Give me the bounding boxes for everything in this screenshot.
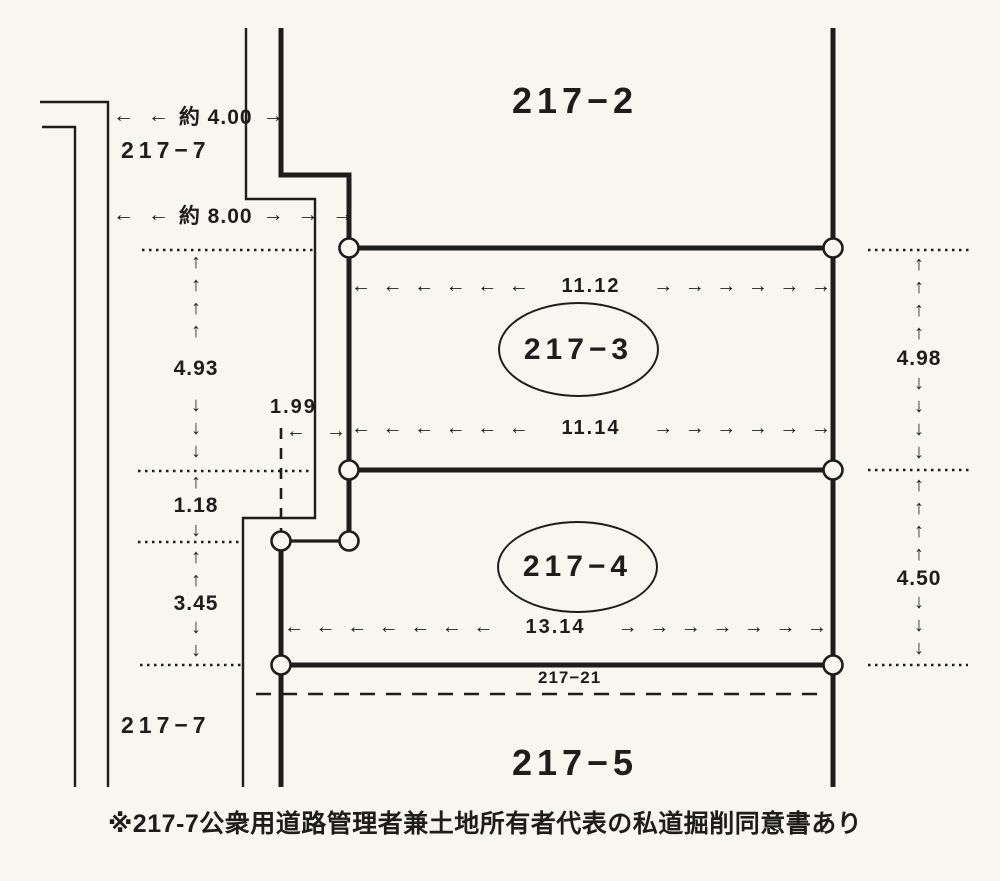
dimension-width-11-12: ← ← ← ← ← ← 11.12 → → → → → → [351,275,831,298]
dimension-value: 3.45 [173,592,219,615]
dimension-height-4-93: ↑ ↑ ↑ ↑ 4.93 ↓ ↓ ↓ [170,251,222,463]
parcel-label-217-5: 217−5 [511,742,639,783]
dimension-height-1-18: ↑ 1.18 ↓ [170,471,222,541]
dotted-extension-lines [138,248,972,667]
dimension-road-width-8: ← ← 約 8.00 → → → [113,200,353,230]
parcel-label-217-21: 217−21 [538,668,602,687]
right-arrows-icon: → → → → → → → [617,616,827,638]
footer-note: ※217-7公衆用道路管理者兼土地所有者代表の私道掘削同意書あり [108,810,863,838]
survey-point-marker [338,459,360,481]
dimension-value: 11.14 [561,417,621,439]
parcel-label-217-3: 217−3 [523,332,634,366]
survey-point-marker [338,237,360,259]
survey-point-marker [338,530,360,552]
dimension-height-4-98: ↑ ↑ ↑ ↑ 4.98 ↓ ↓ ↓ ↓ [893,253,945,464]
survey-point-marker [822,654,844,676]
boundary-217-2-west [278,28,352,248]
down-arrows-icon: ↓ ↓ ↓ ↓ [914,372,924,463]
road-right-edge-line [241,28,317,787]
down-arrow-icon: ↓ [191,519,201,541]
dimension-value: 11.12 [561,275,621,297]
right-arrows-icon: → → → → → → [653,275,831,297]
dimension-value: 1.18 [173,494,219,517]
right-arrows-icon: → → → [262,203,354,226]
parcel-boundary-lines [278,28,836,787]
parcel-label-217-4: 217−4 [522,550,633,583]
dashed-lines [256,428,818,696]
dimension-value: 約 8.00 [178,205,253,228]
right-arrow-icon: → [262,104,284,127]
dimension-offset-arrows: ← → [286,420,346,443]
left-arrow-icon: ← [286,420,306,442]
down-arrows-icon: ↓ ↓ [191,616,201,661]
parcel-label-217-2: 217−2 [511,80,639,121]
dimension-width-11-14: ← ← ← ← ← ← 11.14 → → → → → → [351,417,831,440]
road-lines [40,28,317,787]
up-arrows-icon: ↑ ↑ ↑ ↑ [191,251,201,342]
dimension-value: 約 4.00 [178,106,253,129]
right-arrow-icon: → [326,420,346,442]
left-arrows-icon: ← ← ← ← ← ← [351,417,529,439]
road-left-inner-line [42,125,77,787]
survey-point-markers [270,237,844,676]
survey-point-marker [822,237,844,259]
parcel-ellipse-217-4: 217−4 [497,521,658,613]
survey-point-marker [270,654,292,676]
dimension-height-3-45: ↑ ↑ 3.45 ↓ ↓ [170,546,222,662]
left-arrows-icon: ← ← ← ← ← ← [351,275,529,297]
dimension-value: 13.14 [525,616,586,638]
dimension-value: 4.93 [173,356,219,380]
dimension-value: 4.50 [896,566,942,590]
up-arrow-icon: ↑ [191,471,201,493]
survey-point-marker [270,530,292,552]
down-arrows-icon: ↓ ↓ ↓ [191,394,201,462]
dimension-height-4-50: ↑ ↑ ↑ ↑ 4.50 ↓ ↓ ↓ [893,474,945,660]
parcel-label-217-7-bottom: 217−7 [121,712,211,738]
right-arrows-icon: → → → → → → [653,417,831,439]
parcel-ellipse-217-3: 217−3 [498,302,659,397]
up-arrows-icon: ↑ ↑ ↑ ↑ [914,474,924,565]
dimension-road-width-4: ← ← 約 4.00 → [113,101,284,131]
left-arrows-icon: ← ← ← ← ← ← ← [284,616,494,638]
parcel-label-217-7-top: 217−7 [121,137,211,163]
up-arrows-icon: ↑ ↑ [191,546,201,591]
down-arrows-icon: ↓ ↓ ↓ [914,591,924,659]
road-left-outer-line [40,100,110,787]
up-arrows-icon: ↑ ↑ ↑ ↑ [914,253,924,344]
left-arrows-icon: ← ← [113,104,169,127]
left-arrows-icon: ← ← [113,203,169,226]
survey-point-marker [822,459,844,481]
dimension-value-1-99: 1.99 [270,396,317,418]
dimension-width-13-14: ← ← ← ← ← ← ← 13.14 → → → → → → → [284,616,827,639]
dimension-value: 4.98 [896,346,942,370]
